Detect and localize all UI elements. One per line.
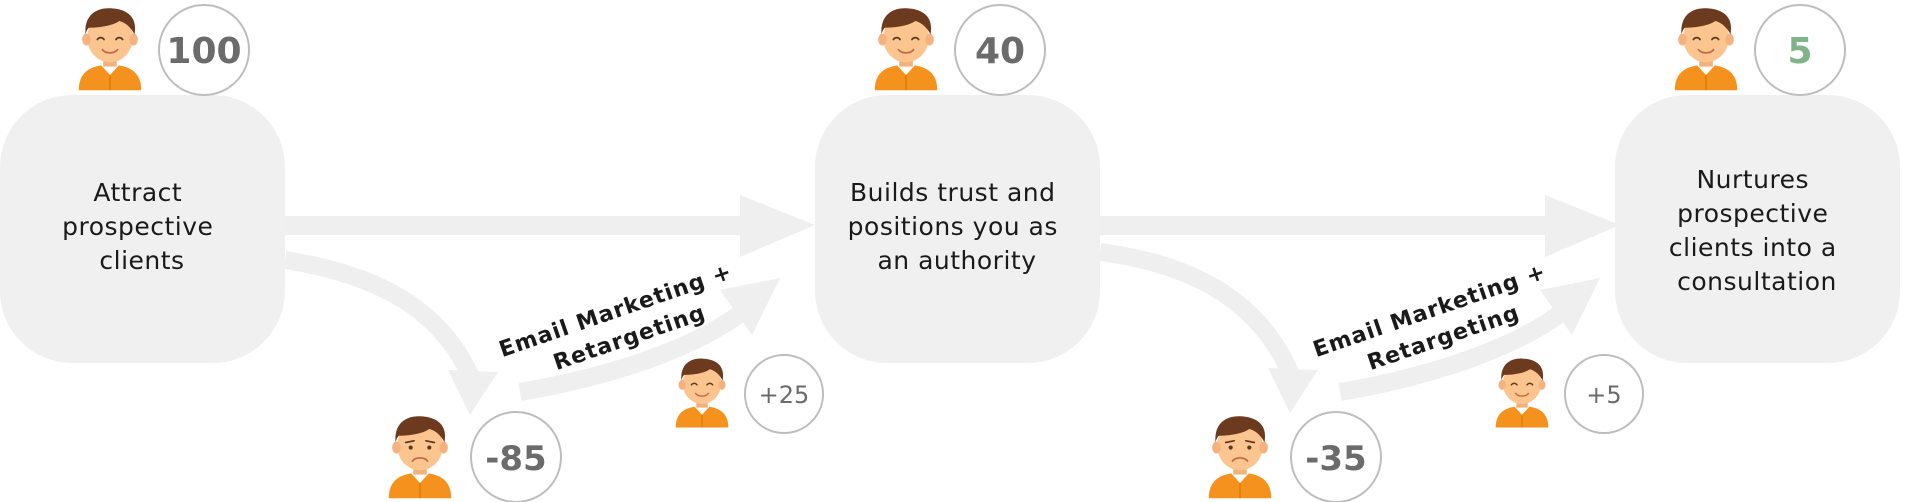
stage-2-label: Builds trust and positions you as an aut… xyxy=(848,178,1067,275)
count-badge-3 xyxy=(1754,4,1846,96)
recovery-arrow-2 xyxy=(1338,278,1600,401)
dropoff-badge-1 xyxy=(470,411,562,502)
dropoff-arrow-2 xyxy=(1098,243,1318,413)
sad-person-icon xyxy=(1207,415,1273,500)
stage-3-count: 5 xyxy=(1787,31,1812,72)
person-icon xyxy=(674,357,730,429)
recovery-arrow-1 xyxy=(518,278,780,401)
stage-box-3 xyxy=(1615,95,1900,363)
person-icon xyxy=(873,7,939,92)
dropoff-arrow-1 xyxy=(283,251,498,415)
recovered-2-value: +5 xyxy=(1586,381,1621,409)
stage-1-label: Attract prospective clients xyxy=(62,178,222,275)
stage-box-2 xyxy=(815,95,1100,363)
recovered-badge-2 xyxy=(1564,354,1644,434)
dropoff-badge-2 xyxy=(1290,411,1382,502)
stage-2-count: 40 xyxy=(975,31,1025,72)
flow-arrow-1 xyxy=(285,195,815,257)
stage-1-count: 100 xyxy=(166,31,241,72)
dropoff-2-value: -35 xyxy=(1305,439,1366,479)
dropoff-1-value: -85 xyxy=(485,439,546,479)
recovered-1-value: +25 xyxy=(759,381,810,409)
person-icon xyxy=(77,7,143,92)
sad-person-icon xyxy=(387,415,453,500)
count-badge-2 xyxy=(954,4,1046,96)
person-icon xyxy=(1494,357,1550,429)
recovered-badge-1 xyxy=(744,354,824,434)
person-icon xyxy=(1673,7,1739,92)
flow-arrow-2 xyxy=(1100,195,1620,257)
stage-3-label: Nurtures prospective clients into a cons… xyxy=(1669,165,1845,296)
stage-box-1 xyxy=(0,95,285,363)
count-badge-1 xyxy=(158,4,250,96)
